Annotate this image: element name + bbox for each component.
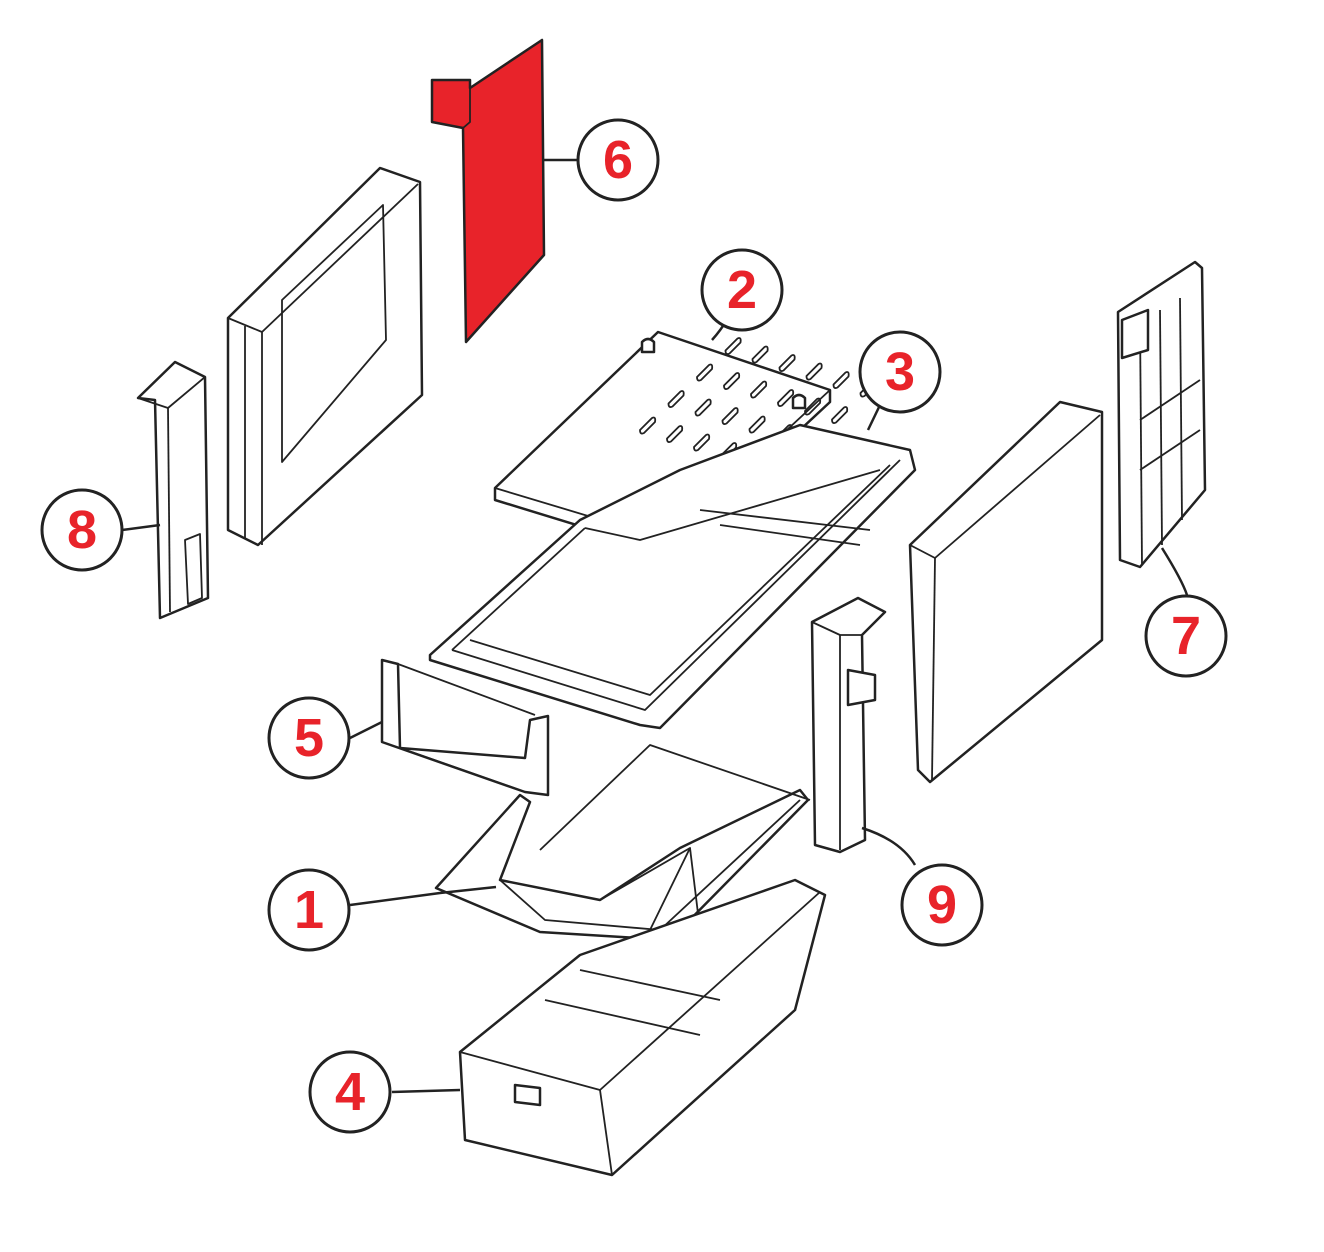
callout-2[interactable]: 2 bbox=[700, 248, 784, 332]
leader-5 bbox=[349, 720, 383, 740]
part-5-front-bar[interactable] bbox=[380, 658, 550, 797]
part-2-grate[interactable] bbox=[493, 330, 877, 555]
leader-1 bbox=[349, 885, 497, 907]
callout-9-label: 9 bbox=[927, 875, 957, 935]
leader-7 bbox=[1160, 547, 1189, 596]
part-7-right-lattice-panel[interactable] bbox=[1116, 260, 1207, 569]
grate-slot bbox=[750, 380, 768, 399]
grate-slot bbox=[804, 397, 822, 416]
callout-3[interactable]: 3 bbox=[858, 330, 942, 414]
grate-slot bbox=[751, 345, 769, 364]
callout-6-label: 6 bbox=[603, 130, 633, 190]
part-6-rear-plate[interactable] bbox=[430, 38, 546, 344]
callout-7-label: 7 bbox=[1171, 606, 1201, 666]
leader-9 bbox=[861, 826, 917, 866]
grate-slot bbox=[831, 406, 849, 424]
leader-8 bbox=[121, 523, 161, 532]
grate-slot bbox=[777, 389, 795, 407]
callout-3-label: 3 bbox=[885, 342, 915, 402]
callout-2-label: 2 bbox=[727, 260, 757, 320]
grate-slot bbox=[693, 433, 711, 452]
grate-slot bbox=[694, 398, 712, 417]
callout-1-label: 1 bbox=[294, 880, 324, 940]
grate-slot bbox=[721, 407, 739, 425]
part-9-right-front-strip[interactable] bbox=[810, 596, 887, 854]
right-side-panel[interactable] bbox=[908, 400, 1104, 784]
callout-5[interactable]: 5 bbox=[267, 696, 351, 780]
callout-1[interactable]: 1 bbox=[267, 868, 351, 952]
part-4-ash-pan[interactable] bbox=[458, 878, 827, 1177]
grate-slot bbox=[805, 362, 823, 381]
leader-3 bbox=[866, 404, 882, 431]
grate-slot bbox=[778, 354, 796, 372]
part-3-frame[interactable] bbox=[428, 423, 917, 730]
grate-slot bbox=[832, 371, 850, 389]
grate-slot bbox=[724, 337, 742, 355]
grate-slot bbox=[667, 390, 685, 408]
callout-7[interactable]: 7 bbox=[1144, 594, 1228, 678]
part-1-ash-tray-holder[interactable] bbox=[434, 744, 811, 942]
callout-5-label: 5 bbox=[294, 708, 324, 768]
part-8-left-front-strip[interactable] bbox=[136, 360, 210, 620]
callout-9[interactable]: 9 bbox=[900, 863, 984, 947]
callout-6[interactable]: 6 bbox=[576, 118, 660, 202]
grate-slot bbox=[639, 416, 657, 435]
grate-slot bbox=[696, 363, 714, 382]
callout-8[interactable]: 8 bbox=[40, 488, 124, 572]
grate-slot bbox=[666, 425, 684, 443]
grate-slot bbox=[723, 372, 741, 390]
callout-8-label: 8 bbox=[67, 500, 97, 560]
callout-4[interactable]: 4 bbox=[308, 1050, 392, 1134]
leader-4 bbox=[391, 1088, 461, 1094]
grate-slot bbox=[748, 415, 766, 434]
callout-4-label: 4 bbox=[335, 1062, 365, 1122]
left-side-panel[interactable] bbox=[226, 166, 424, 547]
